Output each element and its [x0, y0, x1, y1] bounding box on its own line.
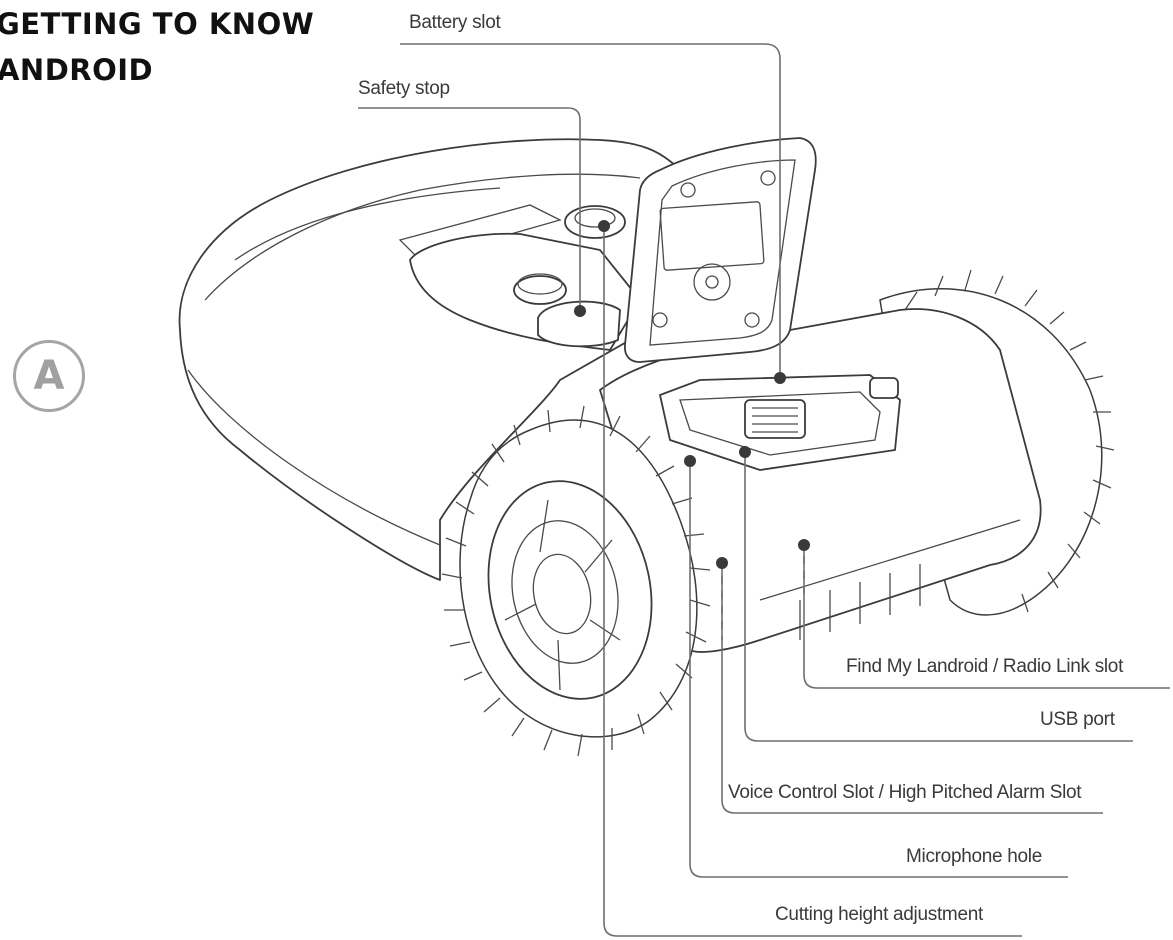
callout-microphone-hole: Microphone hole	[906, 846, 1042, 867]
safety-stop-dot	[574, 305, 586, 317]
callout-radio-link-slot: Find My Landroid / Radio Link slot	[846, 656, 1124, 677]
radio-link-dot	[798, 539, 810, 551]
page-title: GETTING TO KNOW LANDROID	[0, 0, 314, 132]
page-title-line-1: GETTING TO KNOW	[0, 7, 315, 41]
section-badge: A	[13, 340, 85, 412]
callout-battery-slot: Battery slot	[409, 12, 501, 33]
voice-control-dot	[716, 557, 728, 569]
mower-body	[599, 308, 1042, 653]
battery-lid	[624, 137, 817, 363]
page-title-line-2: LANDROID	[0, 53, 154, 87]
leader-dashes	[721, 556, 805, 640]
leader-lines	[358, 43, 1170, 937]
mower-illustration	[178, 137, 1115, 757]
usb-port-dot	[739, 446, 751, 458]
callout-safety-stop: Safety stop	[358, 78, 450, 99]
callout-voice-control-slot: Voice Control Slot / High Pitched Alarm …	[728, 782, 1082, 803]
front-wheel	[441, 405, 711, 757]
callout-cutting-height-adjustment: Cutting height adjustment	[775, 904, 983, 925]
callout-usb-port: USB port	[1040, 709, 1115, 730]
microphone-dot	[684, 455, 696, 467]
battery-slot-dot	[774, 372, 786, 384]
callout-dots	[574, 220, 810, 569]
cutting-height-dot	[598, 220, 610, 232]
